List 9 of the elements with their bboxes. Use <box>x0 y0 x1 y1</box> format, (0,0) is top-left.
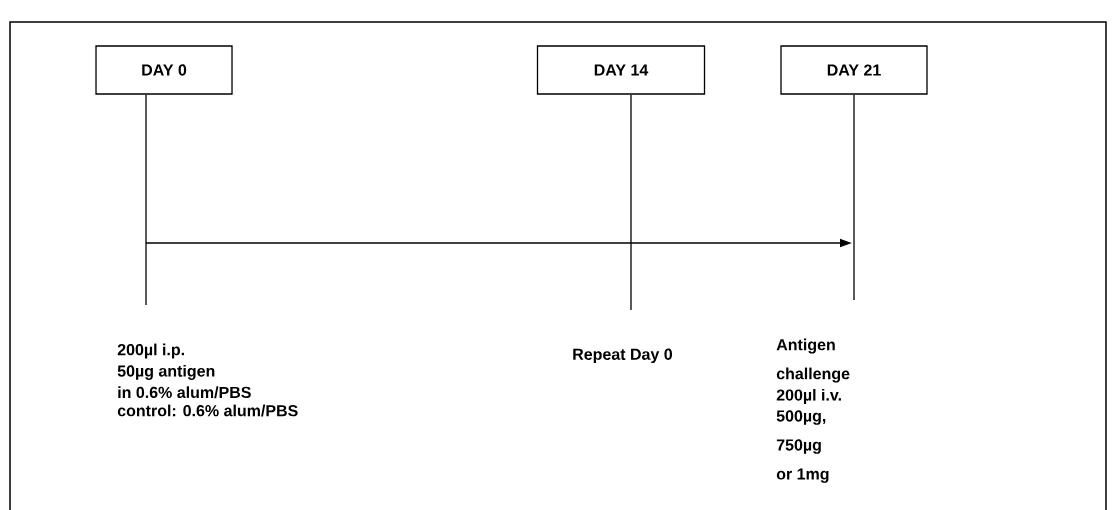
day-box: DAY 14 <box>536 45 706 95</box>
connector-line <box>853 94 855 301</box>
connector-line <box>630 94 632 311</box>
step-text: Repeat Day 0 <box>573 348 672 364</box>
step-text: 200µl i.p. 50µg antigen in 0.6% alum/PBS control: 0.6% alum/PBS <box>117 343 298 417</box>
day-box: DAY 0 <box>95 45 233 95</box>
connector-line <box>145 94 147 306</box>
step-text: Antigen challenge 200µl i.v. 500µg, 750µg or 1mg <box>776 338 850 483</box>
day-box: DAY 21 <box>780 45 928 95</box>
